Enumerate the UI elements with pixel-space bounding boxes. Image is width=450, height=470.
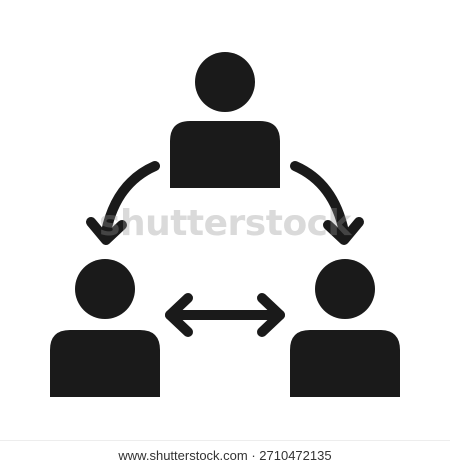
left-person-icon <box>50 259 160 397</box>
right-person-icon <box>290 259 400 397</box>
footer-bar: www.shutterstock.com · 2710472135 <box>0 440 450 470</box>
left-curved-arrow-icon <box>86 161 160 245</box>
footer-text: www.shutterstock.com · 2710472135 <box>118 448 332 463</box>
right-curved-arrow-icon <box>290 161 364 245</box>
top-person-icon <box>170 52 280 188</box>
double-arrow-icon <box>165 293 285 337</box>
